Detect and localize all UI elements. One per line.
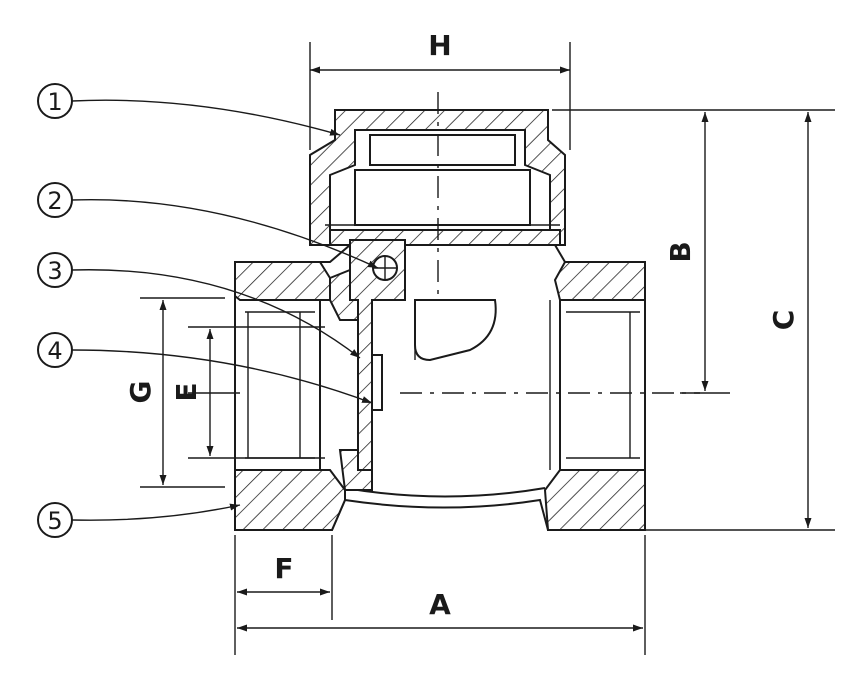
callout-1-number: 1: [47, 88, 62, 116]
label-G: G: [124, 381, 157, 404]
bonnet-cap: [309, 109, 566, 246]
dimension-G: G: [124, 297, 225, 488]
callout-2-number: 2: [47, 187, 62, 215]
dimension-F: F: [234, 535, 333, 655]
label-F: F: [274, 552, 293, 585]
disc-assembly: [349, 239, 497, 471]
callout-4: 4: [37, 332, 373, 404]
dimension-H: H: [309, 29, 571, 150]
callout-4-number: 4: [47, 337, 62, 365]
callout-3-number: 3: [47, 257, 62, 285]
label-H: H: [428, 29, 451, 62]
dimension-C: C: [645, 109, 835, 531]
label-B: B: [664, 241, 697, 262]
dimension-B: B: [552, 109, 730, 394]
dimension-A: A: [237, 535, 646, 655]
dimension-E: E: [170, 326, 325, 459]
label-A: A: [429, 588, 451, 621]
callout-1: 1: [37, 83, 341, 136]
callout-5: 5: [37, 502, 241, 538]
label-E: E: [170, 382, 203, 401]
callout-2: 2: [37, 182, 379, 269]
label-C: C: [767, 310, 800, 331]
callout-3: 3: [37, 252, 361, 359]
callout-5-number: 5: [47, 507, 62, 535]
